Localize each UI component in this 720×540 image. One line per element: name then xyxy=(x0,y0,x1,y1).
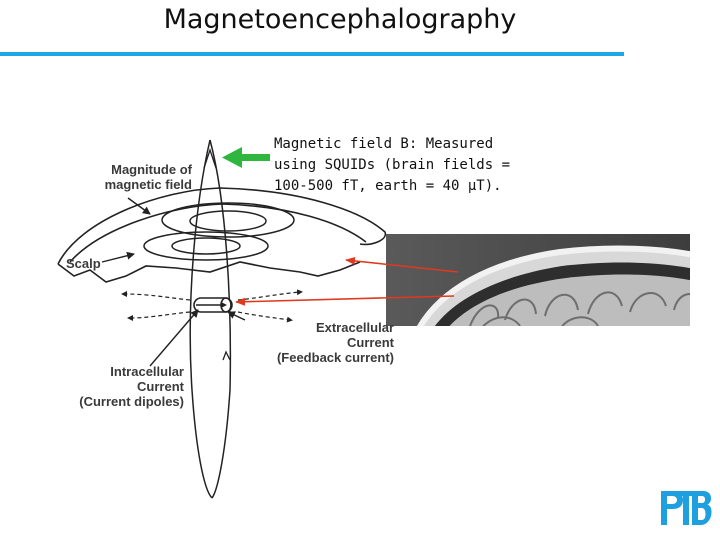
title-underline xyxy=(0,52,624,56)
magnetic-field-loop xyxy=(189,139,232,499)
label-extracellular-current: Extracellular Current (Feedback current) xyxy=(276,320,394,365)
mri-brain-scan-image xyxy=(386,234,690,326)
current-dipole xyxy=(193,297,233,313)
extracellular-current-arrows xyxy=(121,289,303,323)
red-pointer-arrows xyxy=(235,256,459,306)
green-arrow-shaft xyxy=(240,154,270,161)
green-arrow-head xyxy=(222,147,242,168)
ptb-logo-shapes xyxy=(661,491,712,525)
label-intracellular-current: Intracellular Current (Current dipoles) xyxy=(79,364,184,409)
red-arrow-to-scalp xyxy=(345,256,459,273)
label-scalp: Scalp xyxy=(66,256,101,271)
page-title: Magnetoencephalography xyxy=(163,4,517,35)
label-magnitude-of-field: Magnitude of magnetic field xyxy=(104,162,192,192)
red-arrow-to-dipole xyxy=(235,295,455,306)
field-contours xyxy=(143,202,295,261)
magnetic-field-caption: Magnetic field B: Measured using SQUIDs … xyxy=(274,136,511,194)
green-pointer-arrow xyxy=(222,147,270,168)
ptb-logo-icon xyxy=(661,491,712,525)
label-leader-lines xyxy=(101,197,246,367)
